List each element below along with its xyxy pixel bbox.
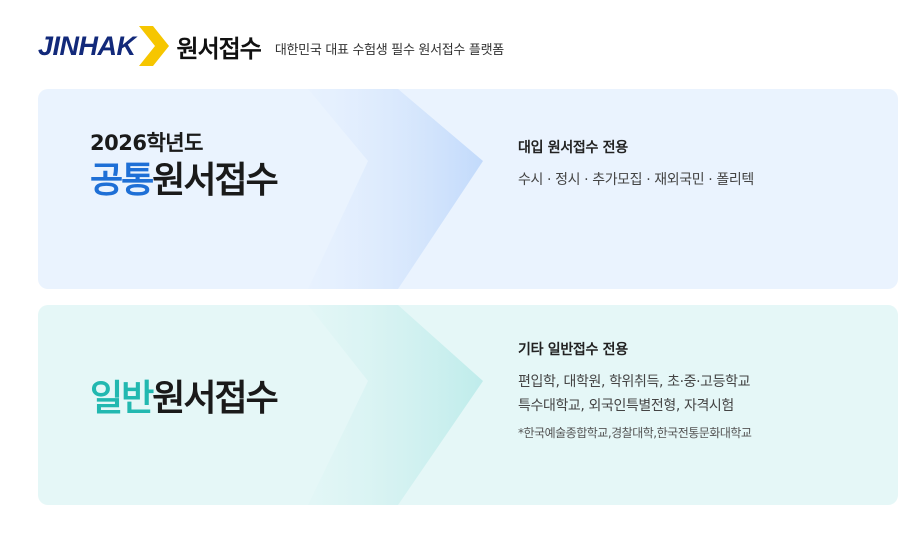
title-accent: 일반 — [90, 378, 154, 419]
title-accent: 공통 — [90, 160, 154, 201]
general-application-card[interactable]: 일반 원서접수 기타 일반접수 전용 편입학, 대학원, 학위취득, 초·중·고… — [38, 305, 898, 505]
academic-year: 2026학년도 — [90, 131, 203, 155]
logo-text: JINHAK — [38, 30, 136, 61]
usage-heading: 기타 일반접수 전용 — [518, 342, 628, 358]
title-rest: 원서접수 — [152, 378, 278, 419]
general-card-title-block: 일반 원서접수 — [90, 375, 279, 423]
arrow-chevron-icon — [308, 89, 483, 289]
usage-line: 수시 · 정시 · 추가모집 · 재외국민 · 폴리텍 — [518, 172, 754, 188]
usage-line: 특수대학교, 외국인특별전형, 자격시험 — [518, 398, 734, 414]
common-application-card[interactable]: 2026학년도 공통 원서접수 대입 원서접수 전용 수시 · 정시 · 추가모… — [38, 89, 898, 289]
common-card-title: 공통 원서접수 — [90, 157, 279, 205]
general-card-title: 일반 원서접수 — [90, 375, 279, 423]
jinhak-logo[interactable]: JINHAK — [38, 24, 171, 68]
arrow-chevron-icon — [308, 305, 483, 505]
usage-line: 편입학, 대학원, 학위취득, 초·중·고등학교 — [518, 374, 751, 390]
tagline: 대한민국 대표 수험생 필수 원서접수 플랫폼 — [274, 42, 504, 58]
usage-heading: 대입 원서접수 전용 — [518, 140, 628, 156]
chevron-right-icon — [138, 26, 169, 66]
common-card-usage: 대입 원서접수 전용 수시 · 정시 · 추가모집 · 재외국민 · 폴리텍 — [518, 137, 754, 192]
service-name: 원서접수 — [176, 34, 262, 63]
header: JINHAK 원서접수 대한민국 대표 수험생 필수 원서접수 플랫폼 — [38, 22, 504, 70]
usage-note: *한국예술종합학교,경찰대학,한국전통문화대학교 — [518, 426, 752, 440]
title-rest: 원서접수 — [152, 160, 278, 201]
general-card-usage: 기타 일반접수 전용 편입학, 대학원, 학위취득, 초·중·고등학교 특수대학… — [518, 339, 752, 442]
common-card-title-block: 2026학년도 공통 원서접수 — [90, 129, 279, 205]
